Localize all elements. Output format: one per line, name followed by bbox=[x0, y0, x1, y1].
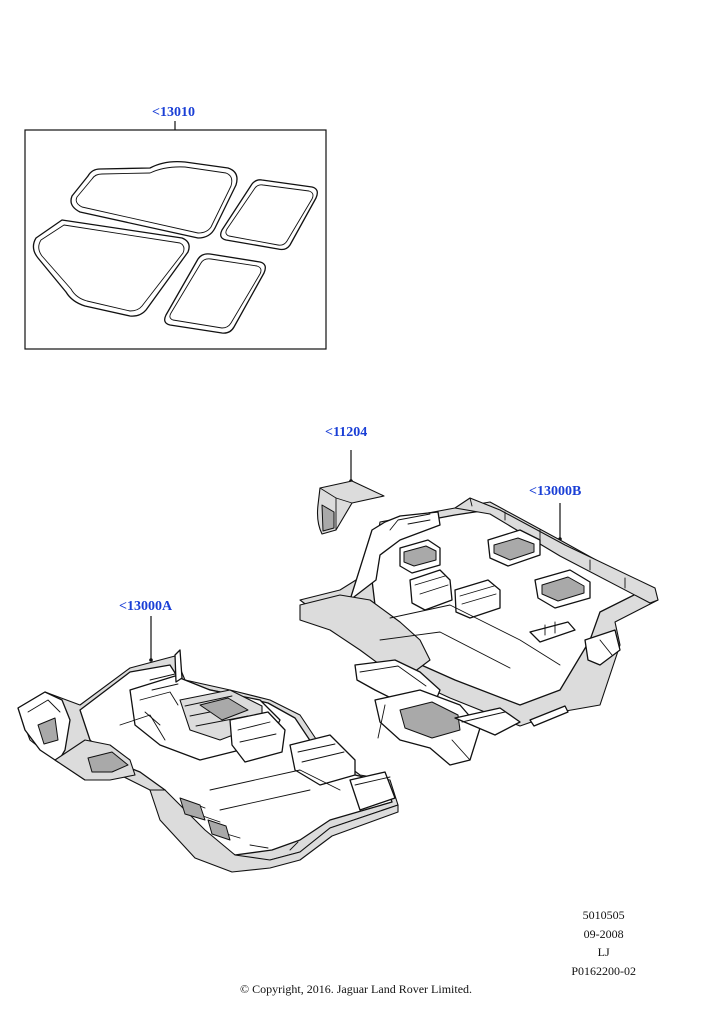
callout-13010[interactable]: <13010 bbox=[152, 105, 195, 120]
reference-model: LJ bbox=[597, 945, 610, 959]
callout-13000b[interactable]: <13000B bbox=[529, 484, 582, 499]
insulator-part bbox=[316, 450, 385, 535]
front-carpet-part bbox=[17, 616, 399, 873]
reference-date: 09-2008 bbox=[583, 926, 624, 941]
mat-front-2 bbox=[32, 219, 190, 317]
reference-block: 5010505 09-2008 LJ P0162200-02 bbox=[571, 906, 636, 980]
callout-11204[interactable]: <11204 bbox=[325, 425, 368, 440]
rear-carpet-part bbox=[299, 497, 659, 766]
callout-13000a[interactable]: <13000A bbox=[119, 599, 173, 614]
mat-rear-1 bbox=[220, 179, 318, 251]
copyright-notice: © Copyright, 2016. Jaguar Land Rover Lim… bbox=[239, 982, 473, 996]
mat-rear-2 bbox=[164, 253, 266, 334]
reference-code: 5010505 bbox=[582, 908, 625, 922]
mat-front-1 bbox=[70, 160, 238, 239]
reference-illustration-id: P0162200-02 bbox=[571, 963, 636, 978]
floor-mats-set bbox=[24, 121, 327, 350]
